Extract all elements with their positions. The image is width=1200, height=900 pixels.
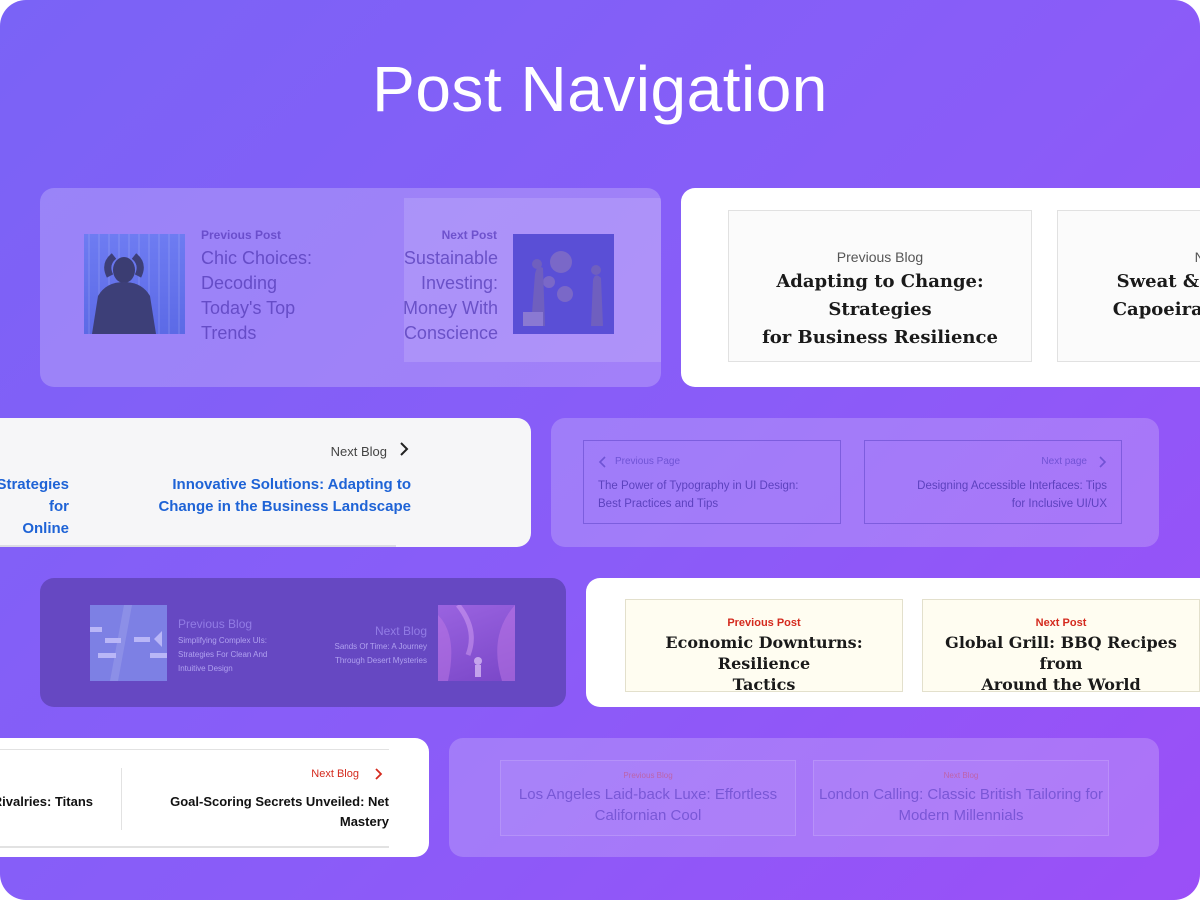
title-line: London Calling: Classic British Tailorin… (818, 786, 1104, 803)
post-nav-card-7: Rivalries: Titans Next Blog Goal-Scoring… (0, 738, 429, 857)
previous-blog-title: Los Angeles Laid-back Luxe: Effortless C… (501, 784, 795, 826)
previous-post-box[interactable]: Previous Post Economic Downturns: Resili… (625, 599, 903, 695)
title-line: Around the World (981, 675, 1141, 694)
title-line: Change in the Business Landscape (158, 498, 411, 515)
title-line: Investing: (420, 273, 498, 293)
post-nav-card-2: Previous Blog Adapting to Change: Strate… (681, 188, 1200, 387)
title-line: Through Desert Mysteries (334, 656, 427, 665)
title-line: Economic Downturns: Resilience (665, 633, 863, 673)
title-line: Adapting to Change: Strategies (776, 271, 984, 320)
title-line: Capoeira Workouts (1112, 299, 1200, 320)
previous-blog-label: Previous Blog (178, 617, 253, 631)
next-blog-box[interactable]: Next Sweat & Strength: Capoeira Workouts (1057, 210, 1200, 362)
chevron-right-icon[interactable] (397, 440, 411, 463)
title-line: Strategies For Clean And (178, 650, 268, 659)
divider-bottom (0, 846, 389, 848)
divider-top (0, 749, 389, 750)
next-blog-title[interactable]: Sands Of Time: A Journey Through Desert … (335, 640, 428, 668)
finance-illustration-icon (523, 251, 603, 326)
title-line: Online Presence (2, 520, 69, 547)
next-page-title: Designing Accessible Interfaces: Tips fo… (917, 477, 1107, 513)
title-line: Tactics (732, 675, 796, 694)
title-line: for Inclusive UI/UX (1011, 498, 1107, 510)
title-line: Today's Top (201, 298, 296, 318)
next-blog-label[interactable]: Next Blog (330, 444, 387, 459)
title-line: Californian Cool (594, 807, 702, 824)
previous-blog-label: Previous Blog (623, 771, 673, 780)
title-line: Goal-Scoring Secrets Unveiled: Net (170, 794, 389, 809)
post-nav-card-8: Previous Blog Los Angeles Laid-back Luxe… (449, 738, 1159, 857)
post-nav-card-4: Previous Page The Power of Typography in… (551, 418, 1159, 547)
previous-blog-title[interactable]: Rivalries: Titans (0, 794, 93, 809)
previous-post-label: Previous Post (727, 617, 801, 629)
next-blog-title[interactable]: Innovative Solutions: Adapting to Change… (158, 474, 411, 518)
previous-post-title: Economic Downturns: Resilience Tactics (626, 632, 902, 695)
next-blog-title[interactable]: Goal-Scoring Secrets Unveiled: Net Maste… (170, 792, 389, 832)
next-blog-label: Next (1194, 249, 1200, 265)
title-line: Intuitive Design (178, 664, 233, 673)
title-line: Money With (402, 298, 498, 318)
title-line: Trends (201, 323, 257, 343)
next-post-title: Global Grill: BBQ Recipes from Around th… (923, 632, 1199, 695)
next-post-box[interactable]: Next Post Global Grill: BBQ Recipes from… (922, 599, 1200, 695)
title-line: Los Angeles Laid-back Luxe: Effortless (518, 786, 778, 803)
next-blog-label[interactable]: Next Blog (311, 768, 359, 780)
person-photo-icon (88, 234, 180, 334)
previous-page-box[interactable]: Previous Page The Power of Typography in… (583, 440, 841, 524)
title-line: Simplifying Complex UIs: (178, 636, 267, 645)
next-post-title[interactable]: Sustainable Investing: Money With Consci… (403, 246, 498, 346)
previous-page-title: The Power of Typography in UI Design: Be… (598, 477, 799, 513)
post-nav-card-1: Previous Post Chic Choices: Decoding Tod… (40, 188, 661, 387)
divider (0, 545, 396, 547)
title-line: Chic Choices: (201, 248, 313, 268)
chevron-left-icon (598, 455, 608, 474)
next-blog-label: Next Blog (943, 771, 979, 780)
chevron-right-icon[interactable] (373, 766, 385, 787)
chevron-right-icon (1097, 455, 1107, 474)
previous-blog-box[interactable]: Previous Blog Adapting to Change: Strate… (728, 210, 1032, 362)
ui-wireframe-icon (90, 605, 167, 681)
title-line: Designing Accessible Interfaces: Tips (917, 480, 1107, 492)
previous-blog-title[interactable]: Strategies for Online Presence (0, 474, 69, 547)
title-line: for Business Resilience (762, 327, 998, 348)
previous-blog-box[interactable]: Previous Blog Los Angeles Laid-back Luxe… (500, 760, 796, 836)
next-post-thumbnail[interactable] (513, 234, 614, 334)
next-page-label: Next page (1041, 456, 1087, 467)
canyon-photo-icon (438, 603, 515, 681)
previous-post-thumbnail[interactable] (84, 234, 185, 334)
next-post-label: Next Post (1035, 617, 1087, 629)
previous-blog-title[interactable]: Simplifying Complex UIs: Strategies For … (178, 634, 267, 676)
previous-post-title[interactable]: Chic Choices: Decoding Today's Top Trend… (201, 246, 312, 346)
post-nav-card-3: Strategies for Online Presence Next Blog… (0, 418, 531, 547)
next-blog-title: Sweat & Strength: Capoeira Workouts (1058, 268, 1200, 324)
title-line: Innovative Solutions: Adapting to (172, 476, 411, 493)
previous-post-label: Previous Post (201, 228, 282, 242)
next-page-box[interactable]: Next page Designing Accessible Interface… (864, 440, 1122, 524)
divider-vertical (121, 768, 122, 830)
title-line: Sands Of Time: A Journey (334, 642, 428, 651)
title-line: Best Practices and Tips (598, 498, 719, 510)
next-post-label: Next Post (441, 228, 497, 242)
title-line: Mastery (339, 814, 389, 829)
title-line: Modern Millennials (898, 807, 1024, 824)
title-line: Sweat & Strength: (1116, 271, 1200, 292)
previous-blog-title: Adapting to Change: Strategies for Busin… (729, 268, 1031, 352)
title-line: Sustainable (403, 248, 498, 268)
next-blog-box[interactable]: Next Blog London Calling: Classic Britis… (813, 760, 1109, 836)
title-line: Conscience (403, 323, 498, 343)
title-line: Global Grill: BBQ Recipes from (945, 633, 1177, 673)
post-nav-card-5: Previous Blog Simplifying Complex UIs: S… (40, 578, 566, 707)
next-blog-label: Next Blog (374, 624, 427, 638)
previous-page-label: Previous Page (615, 456, 681, 467)
post-nav-card-6: Previous Post Economic Downturns: Resili… (586, 578, 1200, 707)
next-blog-thumbnail[interactable] (438, 603, 515, 681)
title-line: Decoding (201, 273, 278, 293)
previous-blog-label: Previous Blog (836, 249, 924, 265)
previous-blog-thumbnail[interactable] (90, 605, 167, 681)
title-line: Strategies for (0, 476, 69, 515)
page-title: Post Navigation (372, 53, 828, 125)
title-line: The Power of Typography in UI Design: (598, 480, 799, 492)
next-blog-title: London Calling: Classic British Tailorin… (814, 784, 1108, 826)
